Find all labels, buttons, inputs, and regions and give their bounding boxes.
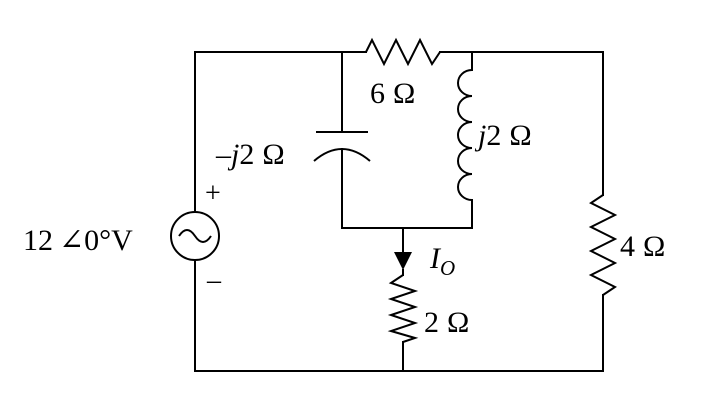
wires bbox=[194, 51, 604, 372]
resistor-2ohm-value: 2 bbox=[424, 306, 439, 339]
capacitor-bottom-plate bbox=[313, 148, 371, 162]
sine-wave-icon bbox=[178, 229, 212, 243]
inductor-unit: Ω bbox=[509, 119, 531, 152]
capacitor bbox=[313, 131, 371, 162]
resistor-2ohm bbox=[387, 274, 419, 343]
source-plus-sign: + bbox=[205, 178, 221, 209]
capacitor-j: j bbox=[227, 138, 239, 171]
source-circle bbox=[170, 211, 220, 261]
wire-top-right bbox=[439, 51, 604, 196]
resistor-4ohm bbox=[588, 194, 618, 296]
resistor-6ohm bbox=[365, 37, 441, 67]
resistor-6ohm-unit: Ω bbox=[393, 77, 415, 110]
current-label: IO bbox=[429, 242, 455, 280]
resistor-6ohm-value: 6 bbox=[370, 77, 385, 110]
source-phase: 0° bbox=[84, 224, 111, 257]
source-minus-sign: – bbox=[206, 265, 222, 296]
source-label: 12∠0°V bbox=[23, 224, 133, 257]
capacitor-prefix: – bbox=[215, 138, 232, 171]
capacitor-unit: Ω bbox=[262, 138, 284, 171]
resistor-4ohm-unit: Ω bbox=[643, 230, 665, 263]
ac-source bbox=[170, 211, 220, 261]
resistor-2ohm-unit: Ω bbox=[447, 306, 469, 339]
resistor-4ohm-value: 4 bbox=[620, 230, 635, 263]
inductor bbox=[457, 69, 473, 201]
current-symbol: I bbox=[429, 242, 442, 275]
source-angle-symbol: ∠ bbox=[59, 224, 84, 257]
inductor-j: j bbox=[474, 119, 486, 152]
wire-right-lower bbox=[194, 261, 604, 372]
current-subscript: O bbox=[440, 256, 455, 280]
inductor-value: 2 bbox=[486, 119, 501, 152]
current-arrow-icon bbox=[394, 252, 412, 270]
capacitor-value: 2 bbox=[239, 138, 254, 171]
source-unit: V bbox=[111, 224, 133, 257]
wire-cap-bottom bbox=[341, 148, 473, 229]
source-value: 12 bbox=[23, 224, 53, 257]
